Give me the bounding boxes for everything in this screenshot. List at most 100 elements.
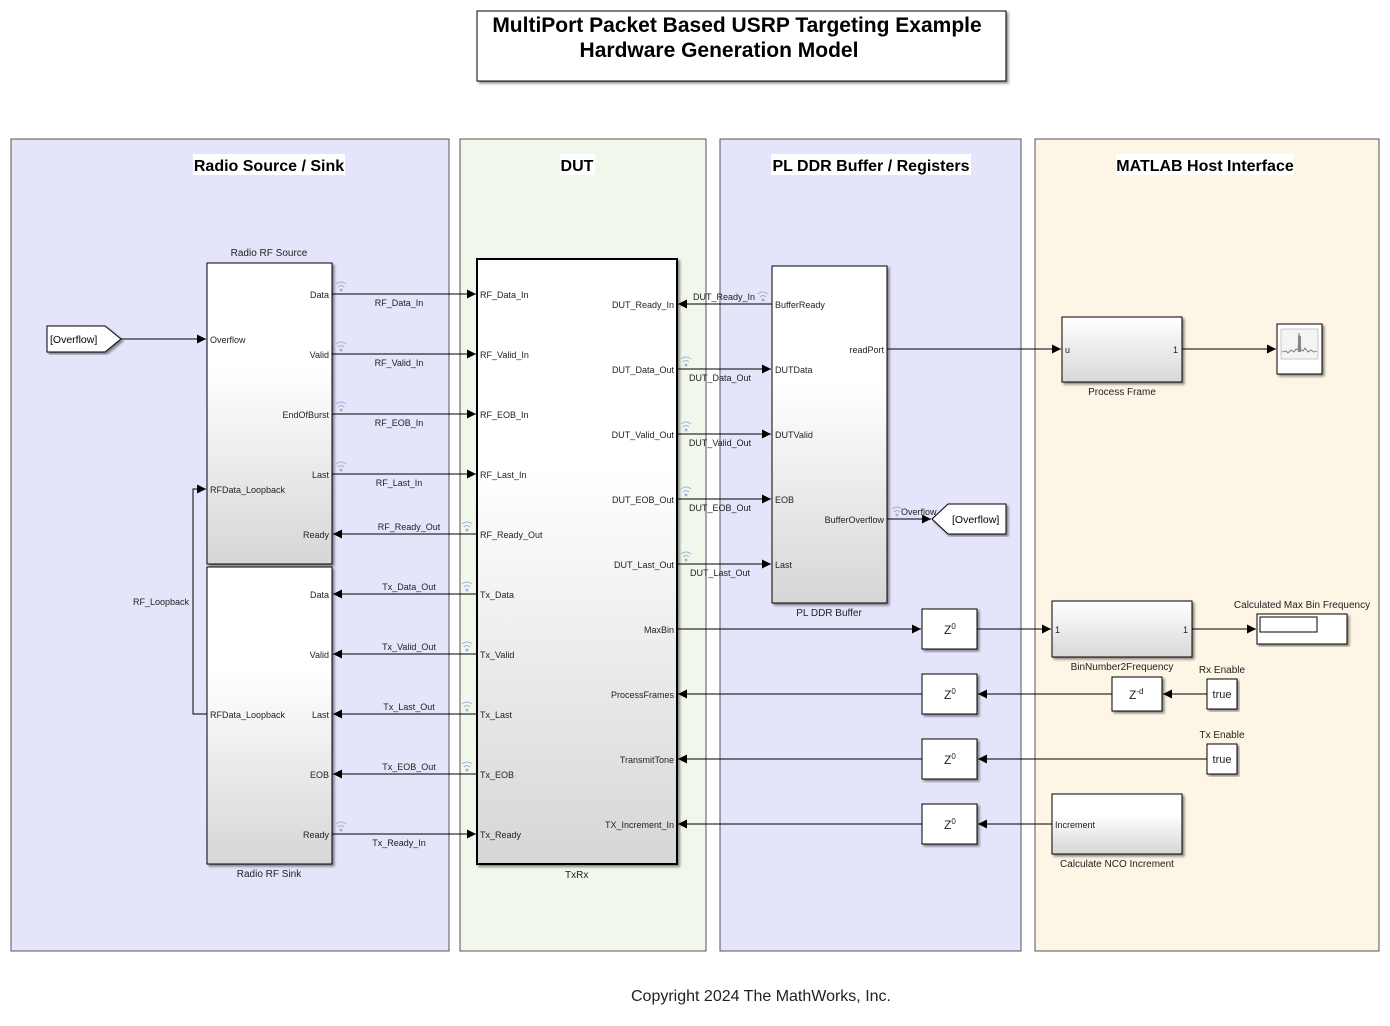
from-tag-label: [Overflow]	[50, 334, 97, 346]
wifi-icon	[891, 506, 903, 517]
port-ready: Ready	[303, 530, 330, 540]
radio-dut-wires: RF_Data_In RF_Valid_In RF_EOB_In RF_Last…	[332, 289, 477, 848]
signal-label-rf-last-in: RF_Last_In	[376, 478, 423, 488]
wifi-icon	[335, 401, 347, 412]
constant-value: true	[1213, 754, 1232, 766]
model-title: MultiPort Packet Based USRP Targeting Ex…	[476, 10, 1007, 82]
variable-delay-block[interactable]: Z-d	[1111, 676, 1163, 712]
block-body[interactable]	[476, 258, 678, 865]
block-body[interactable]	[1206, 678, 1238, 710]
constant-rx-enable[interactable]: Rx Enable true	[1199, 665, 1246, 710]
port-bufferready: BufferReady	[775, 300, 825, 310]
block-body[interactable]	[1206, 743, 1238, 775]
signal-label-rf-ready-out: RF_Ready_Out	[378, 522, 441, 532]
block-body[interactable]	[921, 608, 978, 650]
signal-label-tx-data-out: Tx_Data_Out	[382, 582, 436, 592]
from-overflow-block[interactable]: [Overflow]	[46, 325, 122, 353]
port-out-increment: Increment	[1055, 820, 1096, 830]
port-dut-ready-in: DUT_Ready_In	[612, 300, 674, 310]
wifi-icon	[461, 641, 473, 652]
block-name: Radio RF Sink	[237, 869, 302, 880]
block-binnumber2frequency[interactable]: 1 1 BinNumber2Frequency	[1051, 600, 1193, 673]
block-body[interactable]	[1111, 676, 1163, 712]
block-body[interactable]	[921, 673, 978, 715]
display-block[interactable]: Calculated Max Bin Frequency	[1234, 600, 1370, 645]
block-radio-rf-sink[interactable]: Radio RF Sink RFData_Loopback Data Valid…	[206, 566, 333, 880]
wifi-icon	[757, 291, 769, 302]
area-title-bg	[193, 154, 345, 175]
block-pl-ddr-buffer[interactable]: PL DDR Buffer BufferReady DUTData DUTVal…	[771, 265, 888, 619]
port-rf-ready-out: RF_Ready_Out	[480, 530, 543, 540]
port-out-1: 1	[1173, 345, 1178, 355]
signal-label-rf-eob-in: RF_EOB_In	[375, 418, 424, 428]
signal-label-tx-ready-in: Tx_Ready_In	[372, 838, 426, 848]
block-body[interactable]	[1051, 600, 1193, 658]
block-name: BinNumber2Frequency	[1071, 662, 1174, 673]
signal-label-dut-data-out: DUT_Data_Out	[689, 373, 752, 383]
wifi-icon	[461, 521, 473, 532]
wifi-icon	[335, 281, 347, 292]
port-tx-last: Tx_Last	[480, 710, 513, 720]
port-rf-data-in: RF_Data_In	[480, 290, 529, 300]
signal-label-dut-ready-in: DUT_Ready_In	[693, 292, 755, 302]
goto-tag-shape[interactable]	[931, 503, 1007, 535]
block-name: Rx Enable	[1199, 665, 1246, 676]
port-in-rfdata-loopback: RFData_Loopback	[210, 485, 286, 495]
port-out-valid: Valid	[310, 350, 329, 360]
delay-block-processframes[interactable]: Z0	[921, 673, 978, 715]
block-radio-rf-source[interactable]: Radio RF Source Overflow RFData_Loopback…	[206, 248, 333, 565]
delay-block-transmittone[interactable]: Z0	[921, 738, 978, 780]
wifi-icon	[461, 701, 473, 712]
block-process-frame[interactable]: u 1 Process Frame	[1061, 316, 1183, 398]
wifi-icon	[680, 551, 692, 562]
block-body[interactable]	[1061, 316, 1183, 383]
wifi-icon	[680, 421, 692, 432]
dut-pl-wires: DUT_Ready_In DUT_Data_Out DUT_Valid_Out …	[677, 292, 922, 829]
port-rf-last-in: RF_Last_In	[480, 470, 527, 480]
constant-tx-enable[interactable]: Tx Enable true	[1199, 730, 1245, 775]
wire-rf-loopback[interactable]	[192, 484, 207, 715]
block-body[interactable]	[1051, 793, 1183, 855]
block-txrx[interactable]: TxRx RF_Data_In RF_Valid_In RF_EOB_In RF…	[476, 258, 678, 881]
port-in-overflow: Overflow	[210, 335, 246, 345]
port-data: Data	[310, 590, 329, 600]
port-processframes: ProcessFrames	[611, 690, 675, 700]
port-transmittone: TransmitTone	[620, 755, 674, 765]
port-tx-valid: Tx_Valid	[480, 650, 514, 660]
block-calculate-nco-increment[interactable]: Increment Calculate NCO Increment	[1051, 793, 1183, 870]
port-out-data: Data	[310, 290, 329, 300]
port-in-rfdata-loopback: RFData_Loopback	[210, 710, 286, 720]
goto-overflow-block[interactable]: [Overflow]	[931, 503, 1007, 535]
port-dut-last-out: DUT_Last_Out	[614, 560, 675, 570]
wifi-icon	[680, 486, 692, 497]
port-last: Last	[775, 560, 793, 570]
port-dut-data-out: DUT_Data_Out	[612, 365, 675, 375]
port-readport: readPort	[849, 345, 884, 355]
port-tx-increment-in: TX_Increment_In	[605, 820, 674, 830]
port-rf-eob-in: RF_EOB_In	[480, 410, 529, 420]
area-title-bg	[771, 154, 971, 175]
signal-label-dut-last-out: DUT_Last_Out	[690, 568, 751, 578]
area-title-bg	[560, 154, 595, 175]
title-box	[476, 10, 1007, 82]
block-body[interactable]	[206, 262, 333, 565]
port-in-u: u	[1065, 345, 1070, 355]
area-title-matlab: MATLAB Host Interface	[1116, 158, 1294, 175]
wifi-icon	[335, 821, 347, 832]
wifi-icon	[461, 581, 473, 592]
port-dut-eob-out: DUT_EOB_Out	[612, 495, 675, 505]
display-value-field	[1259, 616, 1318, 633]
block-body[interactable]	[921, 803, 978, 845]
block-body[interactable]	[921, 738, 978, 780]
block-body[interactable]	[206, 566, 333, 865]
from-tag-shape[interactable]	[46, 325, 122, 353]
block-body[interactable]	[771, 265, 888, 604]
spectrum-analyzer-block[interactable]	[1276, 323, 1323, 375]
port-in-1: 1	[1055, 625, 1060, 635]
delay-block-maxbin[interactable]: Z0	[921, 608, 978, 650]
wifi-icon	[335, 341, 347, 352]
port-tx-ready: Tx_Ready	[480, 830, 522, 840]
port-eob: EOB	[775, 495, 794, 505]
delay-block-increment[interactable]: Z0	[921, 803, 978, 845]
